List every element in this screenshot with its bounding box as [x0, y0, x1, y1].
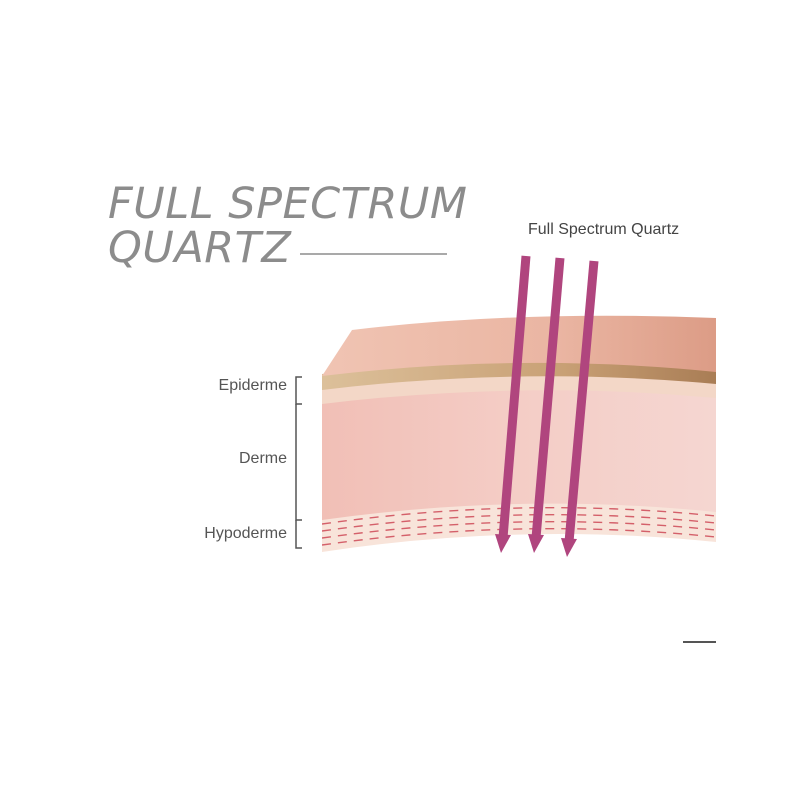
- arrow-3-shaft: [564, 260, 599, 543]
- arrow-1-shaft: [498, 255, 531, 539]
- derme-layer: [322, 388, 716, 520]
- fat-cells: [322, 506, 716, 546]
- hypoderme-layer: [322, 496, 716, 552]
- arrow-3-head: [561, 538, 577, 557]
- layer-brackets: [295, 376, 302, 549]
- bracket-epiderme: [295, 376, 302, 405]
- arrow-2-head: [528, 534, 544, 553]
- corner-rule: [683, 641, 716, 643]
- arrow-1-head: [495, 534, 511, 553]
- arrow-2-shaft: [531, 257, 565, 539]
- title-line-2: QUARTZ: [108, 223, 292, 273]
- quartz-arrows: [495, 255, 599, 557]
- arrow-label: Full Spectrum Quartz: [528, 221, 680, 238]
- label-epiderme: Epiderme: [218, 377, 287, 394]
- title-line-1: FULL SPECTRUM: [108, 179, 468, 229]
- title-underline: [300, 253, 447, 255]
- label-derme: Derme: [238, 450, 287, 467]
- label-hypoderme: Hypoderme: [204, 525, 287, 542]
- bracket-derme: [295, 404, 302, 521]
- bracket-hypoderme: [295, 520, 302, 549]
- diagram-title: FULL SPECTRUM QUARTZ: [108, 182, 467, 270]
